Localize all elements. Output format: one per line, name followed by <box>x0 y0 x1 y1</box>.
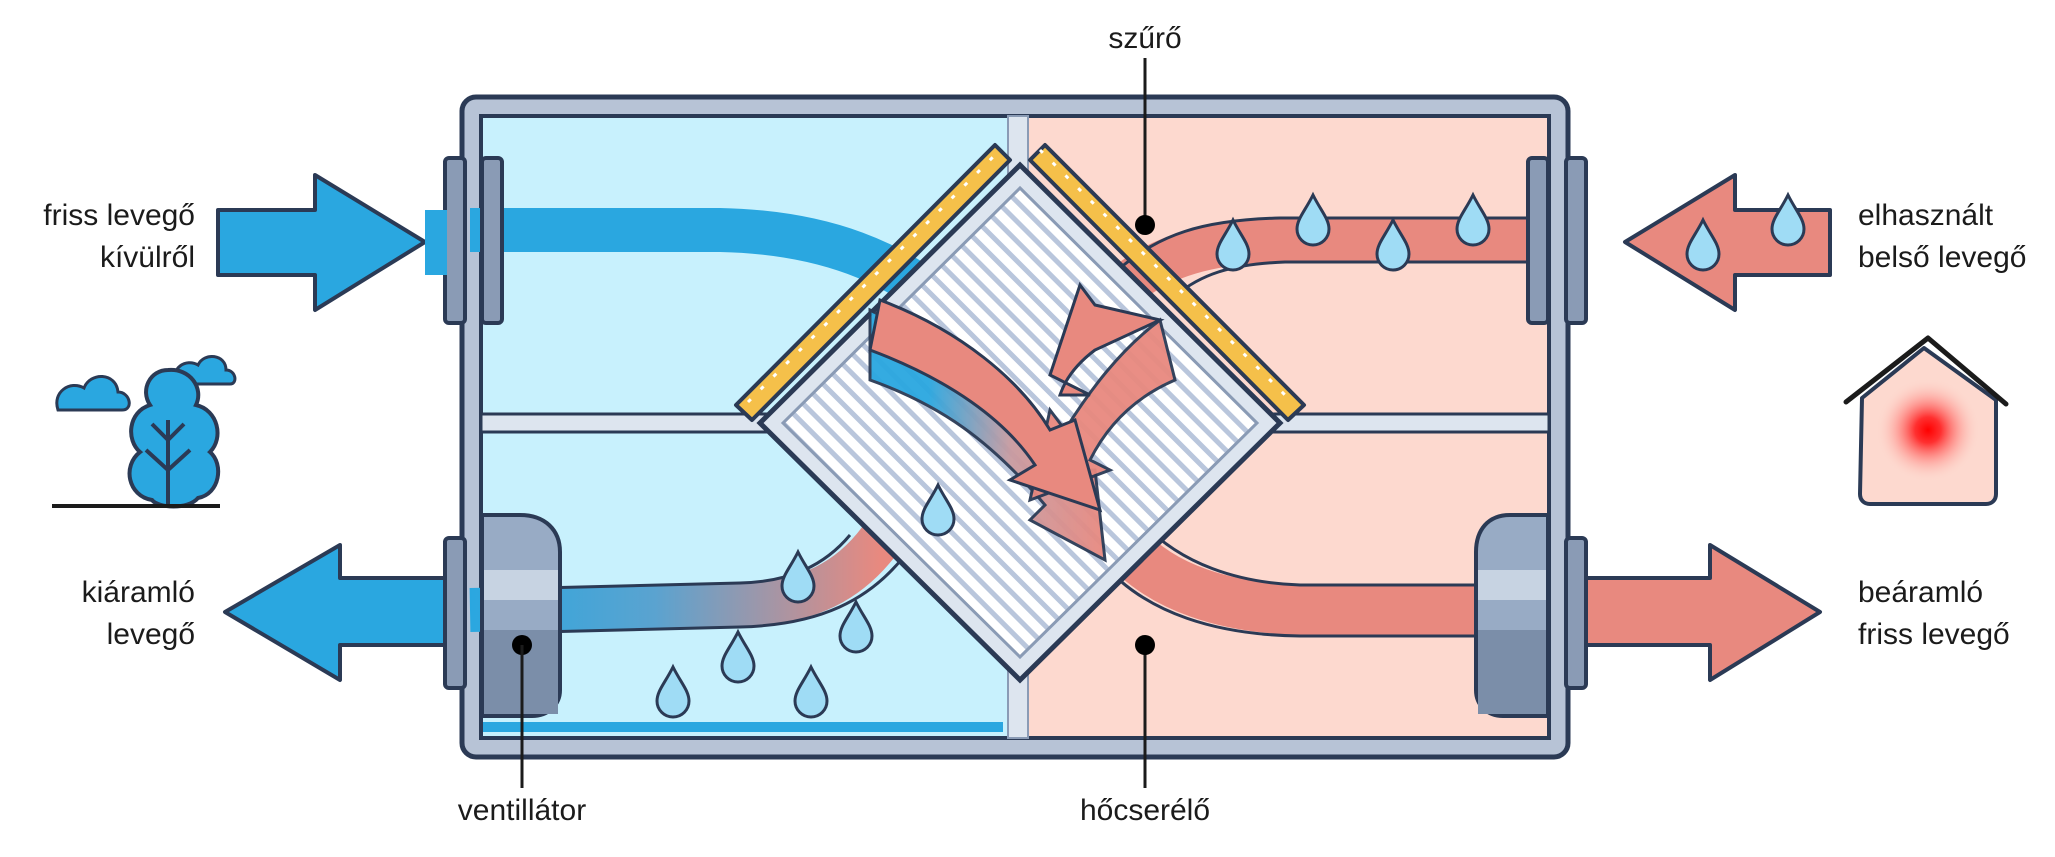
label-exhaust-out: kiáramló levegő <box>81 576 195 651</box>
drop-icon <box>1685 216 1721 272</box>
label-fresh-in: friss levegő kívülről <box>43 199 195 274</box>
drop-icon <box>793 663 829 719</box>
shelf-right <box>1268 412 1551 434</box>
water-drops <box>655 191 1806 719</box>
shelf-left <box>479 412 773 434</box>
outdoor-scene-icon <box>52 355 237 509</box>
exchanger-arrow-warm-to-cold <box>1048 281 1165 397</box>
arrow-fresh-in <box>216 173 427 312</box>
exchanger-arrow-cold-to-warm <box>868 297 1103 513</box>
label-filter: szűrő <box>1108 22 1182 55</box>
exchanger-callout-dot <box>1135 635 1155 655</box>
drop-icon <box>780 548 816 604</box>
arrow-used-in <box>1623 173 1832 312</box>
cloud-icon <box>55 375 131 412</box>
condensate-water <box>481 722 1003 732</box>
arrow-supply-out <box>1584 543 1822 682</box>
drop-icon <box>838 598 874 654</box>
right-bottom-flange <box>1564 536 1588 690</box>
drop-icon <box>1770 191 1806 247</box>
drop-icon <box>1295 191 1331 247</box>
drop-icon <box>1455 191 1491 247</box>
filter-callout-dot <box>1135 215 1155 235</box>
heat-glow <box>1876 378 1980 482</box>
label-heat-exchanger: hőcserélő <box>1079 794 1211 827</box>
exhaust-stream <box>469 526 898 632</box>
left-bottom-flange <box>443 536 467 690</box>
filter-left <box>734 143 1012 422</box>
right-top-flange <box>1526 156 1588 325</box>
house-icon <box>1843 335 2009 506</box>
heat-exchanger <box>756 161 1284 684</box>
exhaust-stream-edge <box>539 554 907 634</box>
fan-right <box>1474 513 1550 718</box>
drop-icon <box>655 663 691 719</box>
drop-icon <box>920 481 956 537</box>
label-fan: ventillátor <box>457 794 587 827</box>
drop-icon <box>1215 216 1251 272</box>
drop-icon <box>1375 216 1411 272</box>
label-used-in: elhasznált belső levegő <box>1858 199 2027 274</box>
tree-icon <box>127 367 221 509</box>
filter-right <box>1028 143 1306 422</box>
label-supply-out: beáramló friss levegő <box>1858 576 2010 651</box>
arrow-exhaust-out <box>223 543 447 682</box>
drop-icon <box>720 628 756 684</box>
